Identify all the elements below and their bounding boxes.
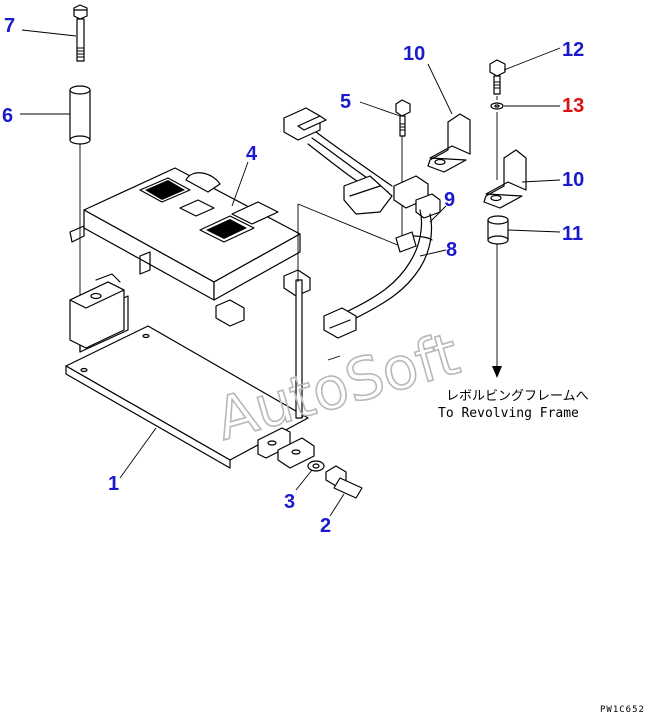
washer-part xyxy=(307,460,325,472)
callout-3: 3 xyxy=(284,491,295,513)
callout-8: 8 xyxy=(446,239,457,261)
spacer-tube-part xyxy=(69,85,91,145)
callout-9: 9 xyxy=(444,189,455,211)
washer-13-part xyxy=(490,102,504,110)
callout-4: 4 xyxy=(246,143,258,165)
controller-box-part xyxy=(69,167,311,327)
callout-7: 7 xyxy=(4,15,15,37)
destination-note-en: To Revolving Frame xyxy=(438,406,579,421)
leader-lines xyxy=(20,29,561,517)
callout-1: 1 xyxy=(108,473,119,495)
callout-5: 5 xyxy=(340,91,351,113)
bolt-5-part xyxy=(395,99,411,137)
destination-note-jp: レボルビングフレームへ xyxy=(446,389,589,404)
callout-11: 11 xyxy=(562,223,583,245)
wiring-harness-part xyxy=(283,107,441,339)
callout-10-upper: 10 xyxy=(403,43,425,65)
assembly-guide-line xyxy=(297,203,401,282)
down-arrow-icon xyxy=(492,366,502,378)
bolt-part xyxy=(325,465,363,499)
mounting-plate-part xyxy=(65,279,309,469)
callout-10-right: 10 xyxy=(562,169,584,191)
clamp-bracket-right-part xyxy=(483,149,527,209)
clamp-bracket-part xyxy=(427,113,471,173)
bolt-12-part xyxy=(489,59,506,95)
callout-12: 12 xyxy=(562,39,584,61)
callout-2: 2 xyxy=(320,515,331,537)
drawing-code: PW1C652 xyxy=(600,705,645,715)
long-bolt-part xyxy=(73,4,88,62)
callout-6: 6 xyxy=(2,105,13,127)
spacer-11-part xyxy=(487,215,509,245)
callout-13: 13 xyxy=(562,95,584,117)
watermark-text: AutoSoft xyxy=(208,320,466,454)
